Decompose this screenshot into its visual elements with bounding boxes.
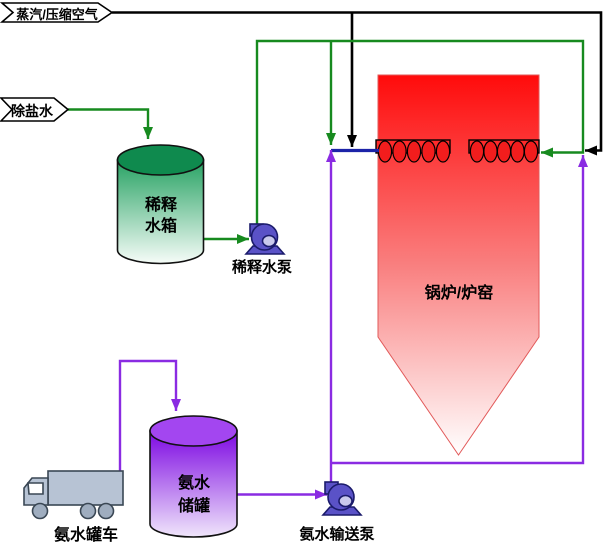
- ammonia-tank-label: 氨水 储罐: [152, 472, 236, 518]
- demin-water-label: 除盐水: [11, 103, 53, 119]
- ammonia-tank-shape: [149, 415, 238, 538]
- dilution-tank-label: 稀释 水箱: [120, 195, 202, 237]
- truck-to-tank-line: [118, 359, 181, 471]
- steam-air-label: 蒸汽/压缩空气: [16, 7, 98, 22]
- boiler-label: 锅炉/炉窑: [424, 285, 494, 302]
- ammonia-truck-label: 氨水罐车: [53, 527, 118, 544]
- ammonia-riser-right-line: [331, 155, 588, 465]
- dilution-pump-label: 稀释水泵: [231, 259, 292, 276]
- boiler-shape: [377, 74, 540, 456]
- dilution-water-supply-line: [255, 39, 585, 224]
- dilution-pump-icon: [244, 223, 286, 255]
- ammonia-pump-label: 氨水输送泵: [299, 526, 375, 543]
- dilution-tank-shape: [116, 144, 205, 265]
- dilution-tank-label-line2: 水箱: [144, 218, 177, 235]
- injector-bank-left: [375, 139, 451, 163]
- ammonia-tank-label-line2: 储罐: [177, 498, 210, 515]
- ammonia-pump-icon: [321, 481, 363, 516]
- demin-water-tag-shape: [0, 97, 70, 122]
- ammonia-tank-label-line1: 氨水: [177, 475, 210, 492]
- steam-air-tag-shape: [0, 2, 114, 23]
- demin-water-line: [68, 108, 153, 139]
- dilution-tank-label-line1: 稀释: [144, 197, 177, 214]
- injector-bank-right: [468, 139, 540, 163]
- truck-icon: [23, 470, 124, 520]
- steam-air-line-right: [112, 11, 603, 156]
